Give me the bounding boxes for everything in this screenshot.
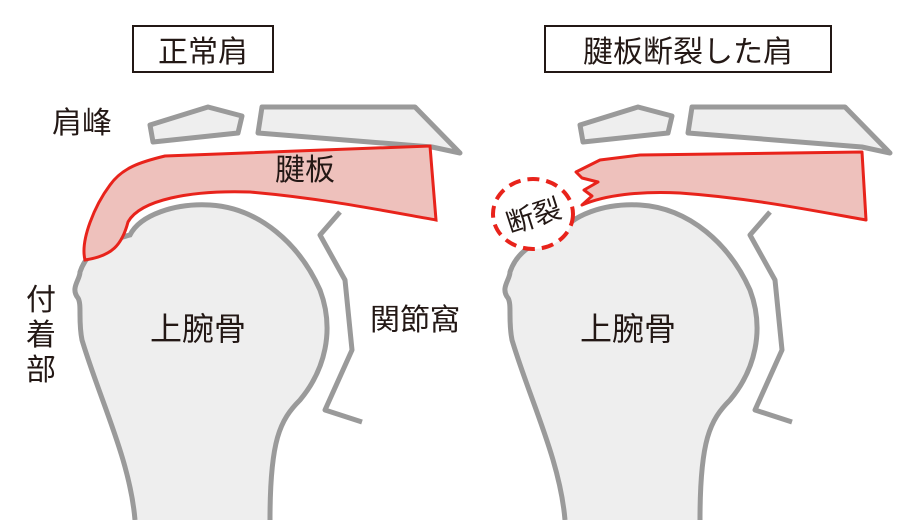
humerus-label: 上腕骨 [150, 310, 246, 348]
acromion-left-piece [577, 104, 675, 145]
normal-title: 正常肩 [158, 35, 248, 70]
humerus-bone [502, 202, 760, 520]
acromion-right-piece [255, 104, 463, 156]
acromion-right-piece [685, 104, 893, 156]
torn-title-box [544, 25, 832, 73]
torn-rotator-cuff-tendon [574, 150, 868, 222]
acromion-label: 肩峰 [52, 106, 112, 141]
normal-title-box [132, 25, 274, 73]
normal-shoulder-panel: 正常肩 肩峰 腱板 付 着 部 上腕骨 関節窩 [26, 25, 463, 520]
glenoid [747, 210, 793, 425]
acromion-left-piece [147, 104, 245, 145]
glenoid [317, 210, 363, 425]
tear-highlight-circle [491, 177, 575, 251]
torn-shoulder-panel: 腱板断裂した肩 断裂 上腕骨 [491, 25, 893, 520]
humerus-bone [72, 202, 330, 520]
insertion-label-1: 付 [26, 283, 56, 318]
tendon-label: 腱板 [275, 153, 335, 188]
rotator-cuff-tendon [82, 144, 438, 262]
glenoid-label: 関節窩 [370, 303, 460, 338]
humerus-label: 上腕骨 [580, 310, 676, 348]
torn-title: 腱板断裂した肩 [583, 35, 793, 70]
insertion-label-3: 部 [26, 353, 56, 388]
insertion-label-2: 着 [26, 318, 56, 353]
